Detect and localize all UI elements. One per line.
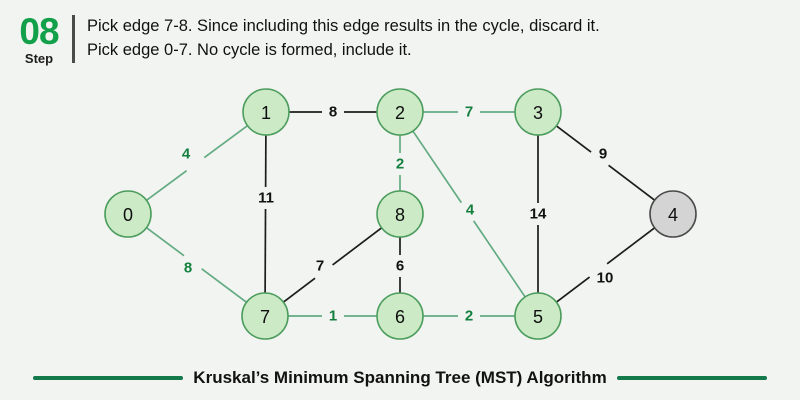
edge-weight-8-7: 7 bbox=[316, 258, 324, 275]
graph-edge-0-1-cont bbox=[203, 124, 249, 159]
graph-canvas: 4 8 8 11 7 2 4 9 14 10 7 6 1 2 0 1 2 3 4 5 6 7 8 bbox=[0, 70, 800, 355]
edge-weight-1-7: 11 bbox=[258, 190, 274, 207]
edge-weight-3-5: 14 bbox=[530, 206, 547, 223]
edge-weight-0-1: 4 bbox=[182, 146, 191, 163]
graph-edge-8-7 bbox=[332, 227, 383, 266]
footer-caption-bar: Kruskal’s Minimum Spanning Tree (MST) Al… bbox=[0, 355, 800, 400]
graph-node-5[interactable] bbox=[514, 292, 562, 340]
edge-weight-3-4: 9 bbox=[599, 146, 607, 163]
footer-rule-left bbox=[33, 375, 184, 380]
step-label: Step bbox=[24, 51, 54, 66]
graph-edge-2-5-cont bbox=[472, 220, 526, 298]
graph-node-0[interactable] bbox=[104, 190, 152, 238]
edge-weight-1-2: 8 bbox=[329, 104, 337, 121]
graph-edge-0-7-cont bbox=[201, 268, 248, 303]
step-description-line-2: Pick edge 0-7. No cycle is formed, inclu… bbox=[87, 41, 412, 59]
graph-node-label-0: 0 bbox=[123, 205, 133, 225]
graph-node-7[interactable] bbox=[241, 292, 289, 340]
step-header: 08 Step Pick edge 7-8. Since including t… bbox=[0, 0, 800, 78]
graph-edge-0-1 bbox=[145, 169, 188, 202]
edge-weight-6-5: 2 bbox=[465, 308, 473, 325]
edge-weight-2-5: 4 bbox=[466, 202, 475, 219]
step-number: 08 bbox=[19, 11, 59, 52]
graph-node-label-6: 6 bbox=[395, 307, 405, 327]
edge-weight-2-8: 2 bbox=[396, 156, 404, 173]
graph-node-label-4: 4 bbox=[668, 205, 678, 225]
graph-node-label-2: 2 bbox=[395, 103, 405, 123]
graph-edge-3-4 bbox=[555, 125, 592, 153]
graph-node-2[interactable] bbox=[376, 88, 424, 136]
graph-node-1[interactable] bbox=[242, 88, 290, 136]
edge-weight-4-5: 10 bbox=[597, 270, 614, 287]
graph-nodes: 0 1 2 3 4 5 6 7 8 bbox=[104, 88, 697, 340]
graph-node-4[interactable] bbox=[649, 190, 697, 238]
step-description-line-1: Pick edge 7-8. Since including this edge… bbox=[87, 17, 600, 36]
graph-edge-2-5 bbox=[412, 130, 463, 204]
edge-weight-8-6: 6 bbox=[396, 258, 404, 275]
graph-edges bbox=[145, 111, 656, 317]
graph-edge-8-7-cont bbox=[282, 277, 316, 303]
step-badge: 08 Step bbox=[8, 13, 70, 65]
step-description: Pick edge 7-8. Since including this edge… bbox=[87, 15, 600, 63]
graph-node-8[interactable] bbox=[376, 190, 424, 238]
footer-rule-right bbox=[616, 375, 767, 380]
graph-edge-0-7 bbox=[145, 227, 185, 257]
graph-node-3[interactable] bbox=[514, 88, 562, 136]
graph-edge-4-5-cont bbox=[555, 276, 591, 303]
graph-node-label-5: 5 bbox=[533, 307, 543, 327]
graph-node-label-3: 3 bbox=[533, 103, 543, 123]
graph-node-label-7: 7 bbox=[260, 307, 270, 327]
graph-node-label-1: 1 bbox=[261, 103, 271, 123]
header-divider bbox=[72, 15, 75, 63]
graph-node-label-8: 8 bbox=[395, 205, 405, 225]
graph-edge-weights: 4 8 8 11 7 2 4 9 14 10 7 6 1 2 bbox=[182, 104, 614, 325]
edge-weight-0-7: 8 bbox=[184, 260, 192, 277]
edge-weight-2-3: 7 bbox=[465, 104, 473, 121]
edge-weight-7-6: 1 bbox=[329, 308, 337, 325]
graph-edge-4-5 bbox=[606, 227, 656, 265]
graph-node-6[interactable] bbox=[376, 292, 424, 340]
graph-edge-3-4-cont bbox=[608, 164, 656, 201]
footer-caption: Kruskal’s Minimum Spanning Tree (MST) Al… bbox=[193, 367, 607, 387]
